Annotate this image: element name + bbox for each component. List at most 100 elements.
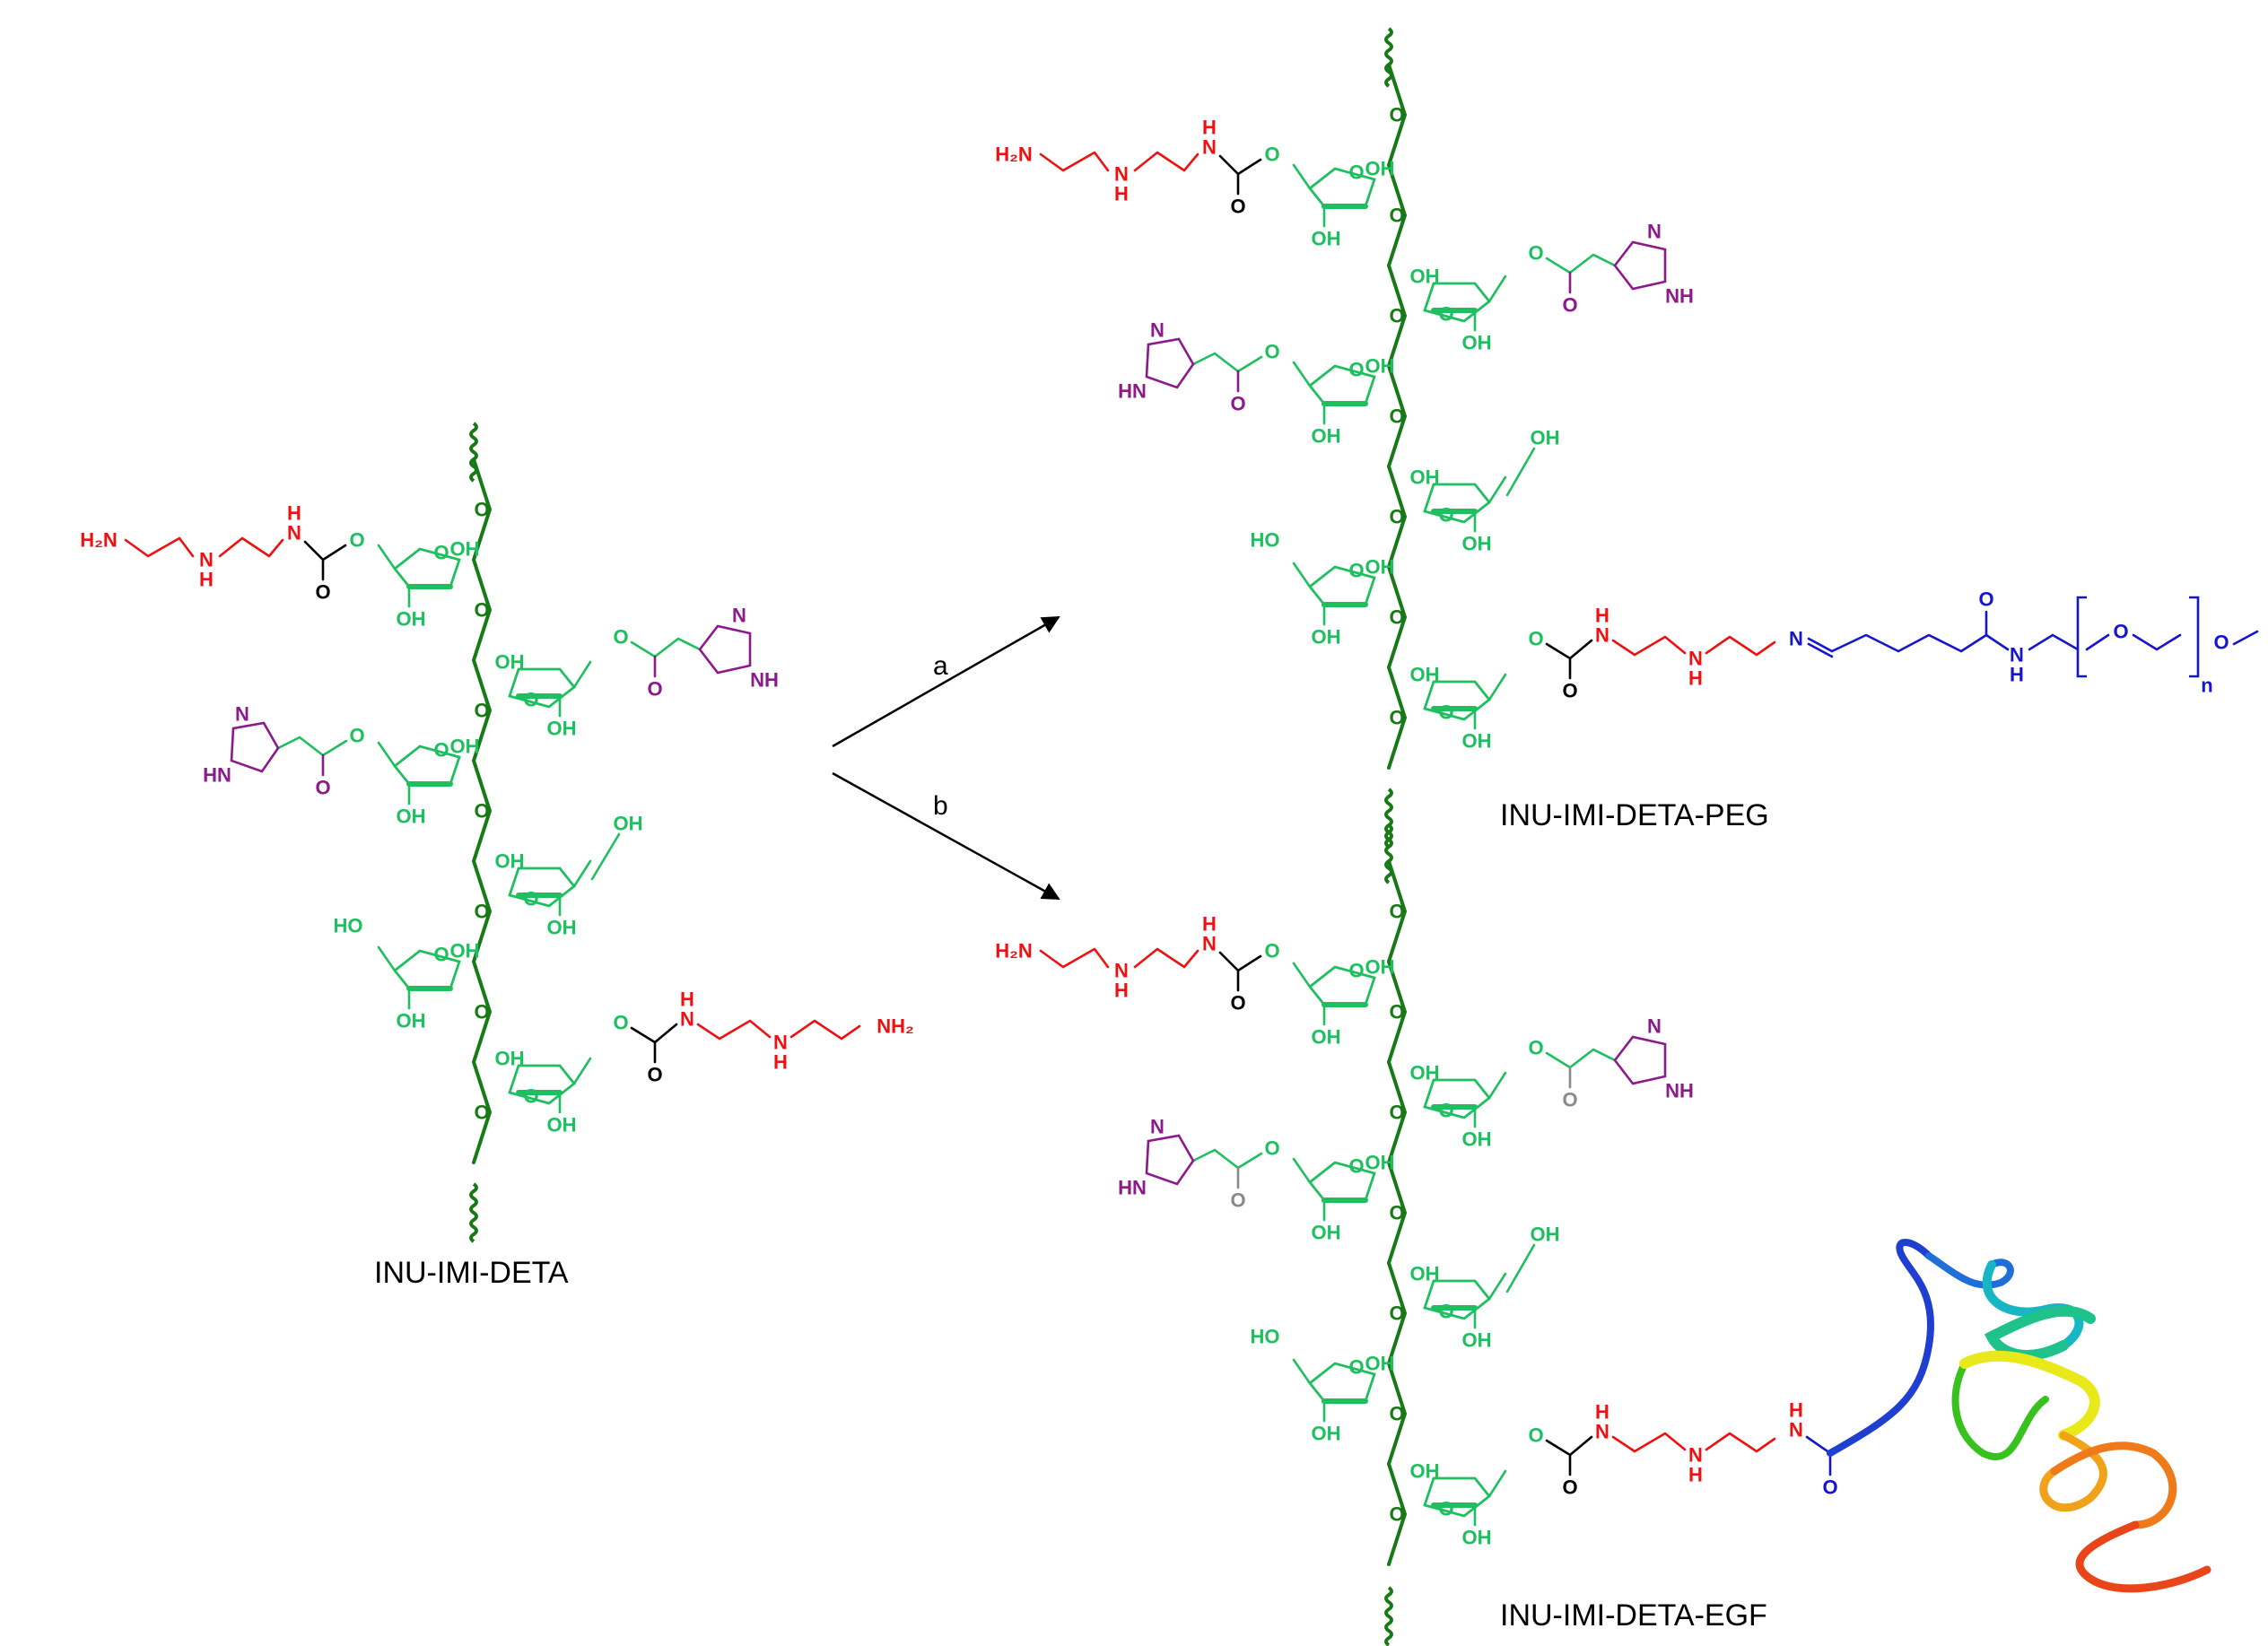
amine-nitrogen: N <box>1114 163 1129 186</box>
amine-nitrogen: N <box>773 1032 788 1054</box>
hydroxyl-group: OH <box>1531 1224 1560 1246</box>
bond <box>1292 962 1312 988</box>
furanose-ring <box>1308 364 1376 405</box>
furanose-ring <box>1308 1161 1376 1202</box>
carbonyl-oxygen: O <box>1562 680 1577 702</box>
imidazole-ring <box>1613 1035 1667 1085</box>
furanose-ring <box>393 745 461 786</box>
imidazole-nitrogen: N <box>1150 1116 1165 1138</box>
hydroxyl-group: OH <box>450 538 480 561</box>
ring-oxygen: O <box>1438 701 1453 724</box>
hydroxyl-group: OH <box>1462 332 1492 354</box>
imidazole-nitrogen: N <box>1647 221 1662 243</box>
amide-nitrogen: N <box>1789 1419 1803 1441</box>
hydroxyl-group: OH <box>1312 626 1341 649</box>
furanose-ring <box>508 667 576 709</box>
deta-chain <box>1705 635 1776 657</box>
glycosidic-oxygen: O <box>1389 104 1404 126</box>
furanose-ring <box>393 949 461 990</box>
hydroxyl-group: OH <box>1410 266 1440 288</box>
deta-chain <box>789 1019 861 1041</box>
amide-hydrogen: H <box>2010 664 2024 686</box>
ring-oxygen: O <box>1438 1301 1453 1323</box>
deta-chain <box>1705 1432 1776 1453</box>
peg-chain <box>2085 633 2110 651</box>
glycosidic-oxygen: O <box>474 901 489 923</box>
hydroxyl-group: OH <box>547 1114 577 1137</box>
ring-oxygen: O <box>1348 359 1364 381</box>
imidazole-ring <box>230 721 280 773</box>
hydroxyl-group: OH <box>1410 664 1440 686</box>
imidazole-ring <box>1145 1134 1195 1186</box>
ring-oxygen: O <box>1348 560 1364 582</box>
protein-ribbon-segment <box>1959 1350 2100 1441</box>
imidazole-nitrogen: N <box>235 703 249 726</box>
ester-oxygen: O <box>1528 1424 1543 1447</box>
furanose-ring <box>1308 1362 1376 1403</box>
linker-bond <box>276 736 348 757</box>
ring-oxygen: O <box>1348 1356 1364 1379</box>
furanose-ring <box>1423 1476 1491 1518</box>
furanose-ring <box>508 1064 576 1105</box>
carbonyl-oxygen: O <box>1562 1476 1577 1499</box>
hydroxyl-group: OH <box>450 736 480 758</box>
imidazole-nh: HN <box>203 764 231 787</box>
bond <box>1505 1243 1536 1293</box>
amide-bond <box>1805 1435 1832 1455</box>
hydroxyl-group: OH <box>1312 1026 1341 1049</box>
chain-continuation <box>469 1182 478 1243</box>
ester-oxygen: O <box>1264 940 1279 962</box>
amide-bond <box>1984 633 2010 651</box>
hydroxyl-group: OH <box>1365 556 1395 579</box>
furanose-ring <box>1308 167 1376 208</box>
ring-oxygen: O <box>433 739 449 762</box>
chain-continuation <box>1384 1586 1393 1646</box>
hydroxyl-group: OH <box>1312 425 1341 448</box>
ester-oxygen: O <box>1528 1037 1543 1059</box>
glycosidic-oxygen: O <box>474 1102 489 1124</box>
bond <box>572 859 592 888</box>
imine-double-bond <box>1807 637 1834 653</box>
peg-chain <box>2028 633 2080 651</box>
hydroxyl-group: OH <box>397 1010 426 1032</box>
carbonyl-oxygen: O <box>1562 1089 1577 1111</box>
arrow-label-b: b <box>933 791 948 821</box>
ester-oxygen: O <box>613 1012 628 1034</box>
bond <box>1487 475 1507 504</box>
arrow-label-a: a <box>933 651 948 681</box>
carbonyl-oxygen: O <box>1562 294 1577 317</box>
linker-bond <box>1191 1148 1263 1170</box>
bond <box>590 832 621 881</box>
deta-chain <box>696 1019 772 1041</box>
amine-hydrogen: H <box>1688 1464 1703 1486</box>
bond <box>1292 1157 1312 1184</box>
hydroxyl-group: HO <box>1251 1326 1280 1348</box>
glycosidic-oxygen: O <box>1389 405 1404 428</box>
ester-oxygen: O <box>349 725 364 747</box>
carbonyl-oxygen: O <box>1230 196 1245 218</box>
bond <box>377 544 397 570</box>
hydroxyl-group: OH <box>1312 1423 1341 1445</box>
hydroxyl-group: OH <box>1365 956 1395 979</box>
deta-chain <box>1611 635 1687 657</box>
glycosidic-oxygen: O <box>1389 1403 1404 1425</box>
hydroxyl-group: OH <box>495 651 525 674</box>
glycosidic-oxygen: O <box>1389 205 1404 227</box>
carbamate-bond <box>630 1023 678 1044</box>
imidazole-ring <box>698 624 752 675</box>
repeat-count-label: n <box>2201 675 2212 697</box>
ester-oxygen: O <box>1264 144 1279 166</box>
ring-oxygen: O <box>1348 161 1364 184</box>
reaction-arrow-a <box>832 615 1060 748</box>
caption-inu-imi-deta: INU-IMI-DETA <box>374 1256 569 1290</box>
glycosidic-oxygen: O <box>474 1001 489 1023</box>
imidazole-nh: NH <box>1665 285 1694 308</box>
carbonyl-oxygen: O <box>1230 992 1245 1015</box>
bond <box>1292 361 1312 388</box>
hydroxyl-group: OH <box>1462 1527 1492 1549</box>
glycosidic-oxygen: O <box>1389 305 1404 327</box>
amine-nitrogen: N <box>1688 648 1703 670</box>
carbamate-bond <box>1218 951 1262 972</box>
carbamate-nitrogen: N <box>1595 624 1609 647</box>
